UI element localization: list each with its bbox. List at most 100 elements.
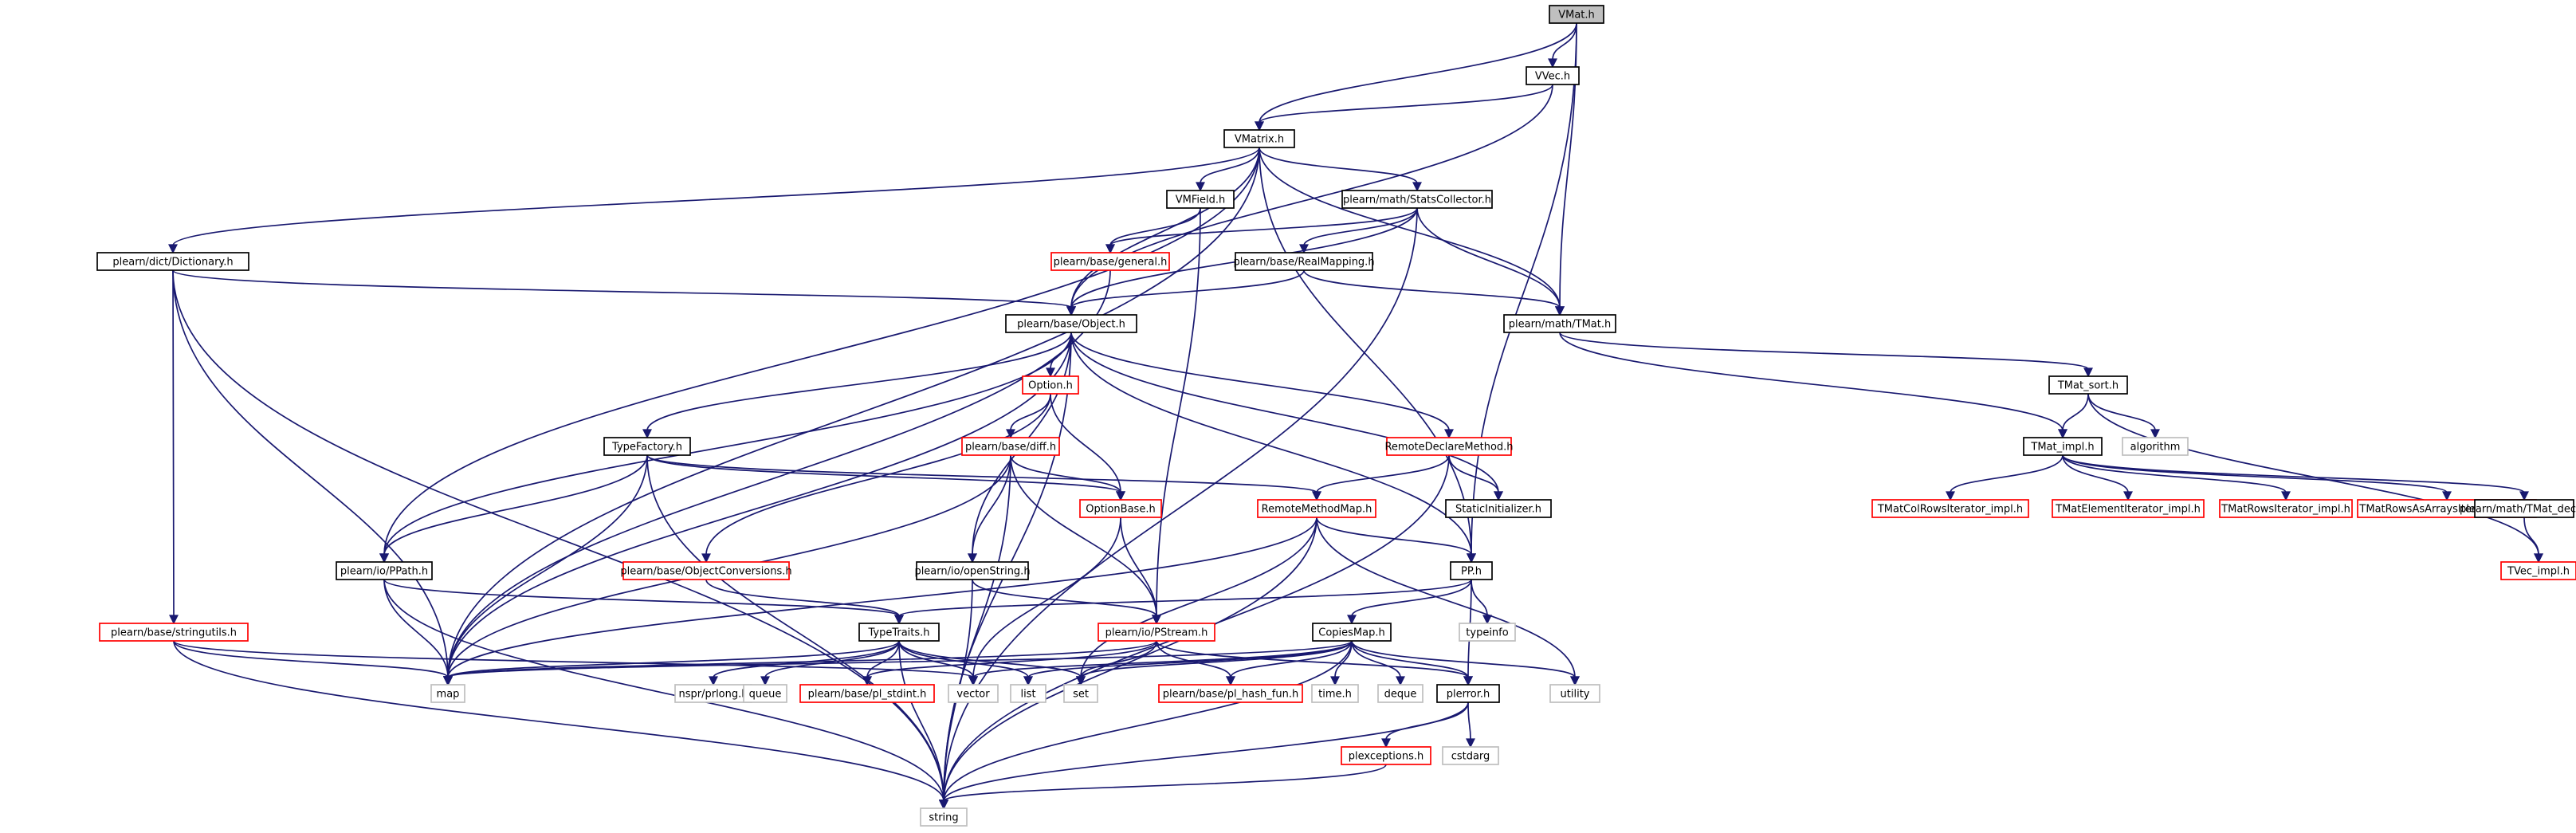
node-tmatrows[interactable]: TMatRowsIterator_impl.h <box>2219 499 2353 518</box>
node-pp[interactable]: PP.h <box>1450 561 1493 580</box>
node-label: VMat.h <box>1558 10 1595 22</box>
node-box <box>961 437 1060 456</box>
node-box <box>99 623 249 642</box>
node-label: plearn/base/RealMapping.h <box>1233 257 1374 269</box>
node-label: utility <box>1561 689 1590 701</box>
node-realmapping[interactable]: plearn/base/RealMapping.h <box>1233 252 1375 271</box>
node-label: algorithm <box>2130 442 2181 454</box>
edge-object-to-remotedeclare <box>1070 332 1454 439</box>
node-algorithm: algorithm <box>2122 437 2189 456</box>
node-vmfield[interactable]: VMField.h <box>1166 190 1235 209</box>
node-tvecimpl[interactable]: TVec_impl.h <box>2500 561 2576 580</box>
node-label: vector <box>956 689 990 701</box>
node-label: Option.h <box>1028 380 1073 392</box>
node-optionbase[interactable]: OptionBase.h <box>1079 499 1162 518</box>
edge-copiesmap-to-deque <box>1351 640 1405 686</box>
edge-typefactory-to-optionbase <box>646 454 1125 501</box>
node-general[interactable]: plearn/base/general.h <box>1050 252 1170 271</box>
node-box <box>603 437 691 456</box>
node-label: plearn/io/openString.h <box>914 566 1030 578</box>
edge-diff-to-openstring <box>968 454 1011 564</box>
node-label: typeinfo <box>1466 627 1508 639</box>
edge-plerror-to-cstdarg <box>1466 701 1475 749</box>
node-openstring[interactable]: plearn/io/openString.h <box>914 561 1031 580</box>
node-box <box>948 684 999 703</box>
node-plexceptions[interactable]: plexceptions.h <box>1341 746 1431 765</box>
node-statscollector[interactable]: plearn/math/StatsCollector.h <box>1341 190 1493 209</box>
node-box <box>1871 499 2029 518</box>
node-box <box>799 684 935 703</box>
node-typefactory[interactable]: TypeFactory.h <box>603 437 691 456</box>
node-box <box>858 623 940 642</box>
edge-remotemethodmap-to-pp <box>1316 517 1476 564</box>
node-box <box>1341 746 1431 765</box>
node-box <box>1257 499 1376 518</box>
node-option[interactable]: Option.h <box>1022 375 1079 395</box>
node-tmat[interactable]: plearn/math/TMat.h <box>1503 314 1616 333</box>
node-remotedeclare[interactable]: RemoteDeclareMethod.h <box>1384 437 1514 456</box>
node-plhash[interactable]: plearn/base/pl_hash_fun.h <box>1158 684 1303 703</box>
edge-realmapping-to-tmat <box>1303 269 1565 316</box>
node-label: plearn/base/general.h <box>1054 257 1168 269</box>
node-tmatelement[interactable]: TMatElementIterator_impl.h <box>2052 499 2205 518</box>
edge-remotedeclare-to-staticinit <box>1448 454 1503 501</box>
node-box <box>1311 684 1359 703</box>
node-diff[interactable]: plearn/base/diff.h <box>961 437 1060 456</box>
node-label: plerror.h <box>1447 689 1490 701</box>
node-label: cstdarg <box>1451 751 1490 763</box>
node-staticinit[interactable]: StaticInitializer.h <box>1445 499 1552 518</box>
node-vvec[interactable]: VVec.h <box>1526 66 1580 85</box>
node-label: plearn/base/stringutils.h <box>111 627 237 639</box>
node-box <box>430 684 465 703</box>
node-plerror[interactable]: plerror.h <box>1436 684 1500 703</box>
node-label: VMatrix.h <box>1235 134 1284 146</box>
node-box <box>1158 684 1303 703</box>
node-tmatdecl[interactable]: plearn/math/TMat_decl.h <box>2460 499 2576 518</box>
edge-vmatrix-to-dictionary <box>168 147 1260 254</box>
node-box <box>1312 623 1392 642</box>
edge-tmatimpl-to-tmatcolrows <box>1946 454 2064 501</box>
node-ppath[interactable]: plearn/io/PPath.h <box>336 561 433 580</box>
node-tmatimpl[interactable]: TMat_impl.h <box>2023 437 2103 456</box>
node-box <box>1386 437 1512 456</box>
node-pstream[interactable]: plearn/io/PStream.h <box>1098 623 1215 642</box>
node-box <box>1450 561 1493 580</box>
node-utility: utility <box>1549 684 1600 703</box>
node-box <box>1445 499 1552 518</box>
node-typetraits[interactable]: TypeTraits.h <box>858 623 940 642</box>
node-label: queue <box>749 689 782 701</box>
edge-copiesmap-to-utility <box>1351 640 1580 686</box>
node-label: plearn/math/TMat.h <box>1509 319 1612 331</box>
node-box <box>1063 684 1098 703</box>
node-box <box>1436 684 1500 703</box>
node-box <box>2048 375 2128 395</box>
node-vmat[interactable]: VMat.h <box>1549 5 1604 24</box>
node-dictionary[interactable]: plearn/dict/Dictionary.h <box>96 252 249 271</box>
node-tmatsort[interactable]: TMat_sort.h <box>2048 375 2128 395</box>
node-box <box>2023 437 2103 456</box>
node-objconv[interactable]: plearn/base/ObjectConversions.h <box>620 561 792 580</box>
node-remotemethodmap[interactable]: RemoteMethodMap.h <box>1257 499 1376 518</box>
node-copiesmap[interactable]: CopiesMap.h <box>1312 623 1392 642</box>
edge-statscollector-to-general <box>1105 207 1418 254</box>
node-stringutils[interactable]: plearn/base/stringutils.h <box>99 623 249 642</box>
node-label: plearn/base/pl_stdint.h <box>808 689 927 701</box>
node-box <box>1341 190 1493 209</box>
node-box <box>2219 499 2353 518</box>
node-box <box>1526 66 1580 85</box>
edge-vmatrix-to-statscollector <box>1259 147 1422 192</box>
node-string: string <box>920 807 968 827</box>
node-nsprlong: nspr/prlong.h <box>674 684 752 703</box>
node-object[interactable]: plearn/base/Object.h <box>1005 314 1137 333</box>
node-vmatrix[interactable]: VMatrix.h <box>1223 129 1295 148</box>
node-tmatcolrows[interactable]: TMatColRowsIterator_impl.h <box>1871 499 2029 518</box>
node-label: plexceptions.h <box>1349 751 1424 763</box>
node-label: TypeFactory.h <box>611 442 682 454</box>
node-plstdint[interactable]: plearn/base/pl_stdint.h <box>799 684 935 703</box>
node-box <box>1442 746 1499 765</box>
edge-pp-to-typetraits <box>894 579 1472 625</box>
edge-copiesmap-to-map <box>443 640 1353 686</box>
node-map: map <box>430 684 465 703</box>
node-label: plearn/base/diff.h <box>965 442 1056 454</box>
node-box <box>1079 499 1162 518</box>
